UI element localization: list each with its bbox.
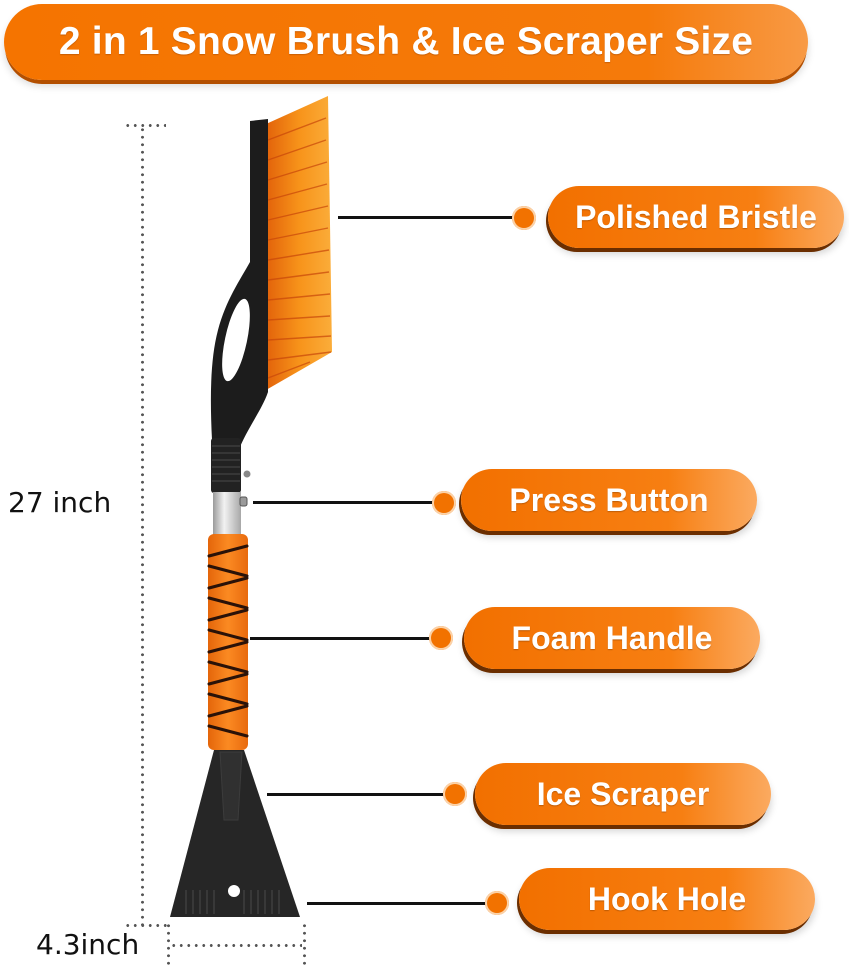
width-left-tick	[124, 924, 170, 927]
callout-hook-hole: Hook Hole	[519, 868, 815, 930]
length-top-tick	[124, 124, 166, 127]
callout-press-button: Press Button	[461, 469, 757, 531]
handle-grip-hole	[222, 298, 250, 382]
width-dimension-line	[170, 944, 302, 947]
snow-brush-illustration	[170, 96, 332, 917]
callout-label: Press Button	[509, 481, 709, 518]
width-left-line	[167, 922, 170, 968]
callout-foam-handle: Foam Handle	[464, 607, 760, 669]
foam-grip	[207, 534, 249, 750]
width-label: 4.3inch	[36, 928, 140, 961]
callout-label: Foam Handle	[511, 619, 713, 656]
title-banner: 2 in 1 Snow Brush & Ice Scraper Size	[4, 4, 808, 80]
press-button-pin	[239, 496, 248, 507]
width-right-line	[303, 922, 306, 968]
aluminium-pole	[213, 492, 241, 536]
callout-dot-bristle	[512, 206, 536, 230]
callout-polished-bristle: Polished Bristle	[548, 186, 844, 248]
leader-line-hook-hole	[307, 902, 487, 905]
ribbed-collar	[211, 438, 251, 493]
callout-dot-press-button	[432, 491, 456, 515]
leader-line-press-button	[253, 501, 438, 504]
callout-dot-hook-hole	[485, 891, 509, 915]
callout-ice-scraper: Ice Scraper	[475, 763, 771, 825]
length-label: 27 inch	[8, 486, 112, 519]
brush-handle	[210, 119, 268, 470]
callout-label: Polished Bristle	[575, 198, 817, 235]
callout-label: Ice Scraper	[536, 775, 710, 812]
page-title: 2 in 1 Snow Brush & Ice Scraper Size	[58, 20, 754, 63]
leader-line-foam-handle	[250, 637, 435, 640]
leader-line-ice-scraper	[267, 793, 447, 796]
callout-dot-foam-handle	[429, 626, 453, 650]
callout-label: Hook Hole	[587, 880, 747, 917]
leader-line-bristle	[338, 216, 518, 219]
length-dimension-line	[141, 126, 144, 926]
callout-dot-ice-scraper	[443, 782, 467, 806]
bristle-head	[266, 96, 332, 390]
hook-hole	[228, 885, 240, 897]
ice-scraper-blade	[170, 750, 300, 917]
